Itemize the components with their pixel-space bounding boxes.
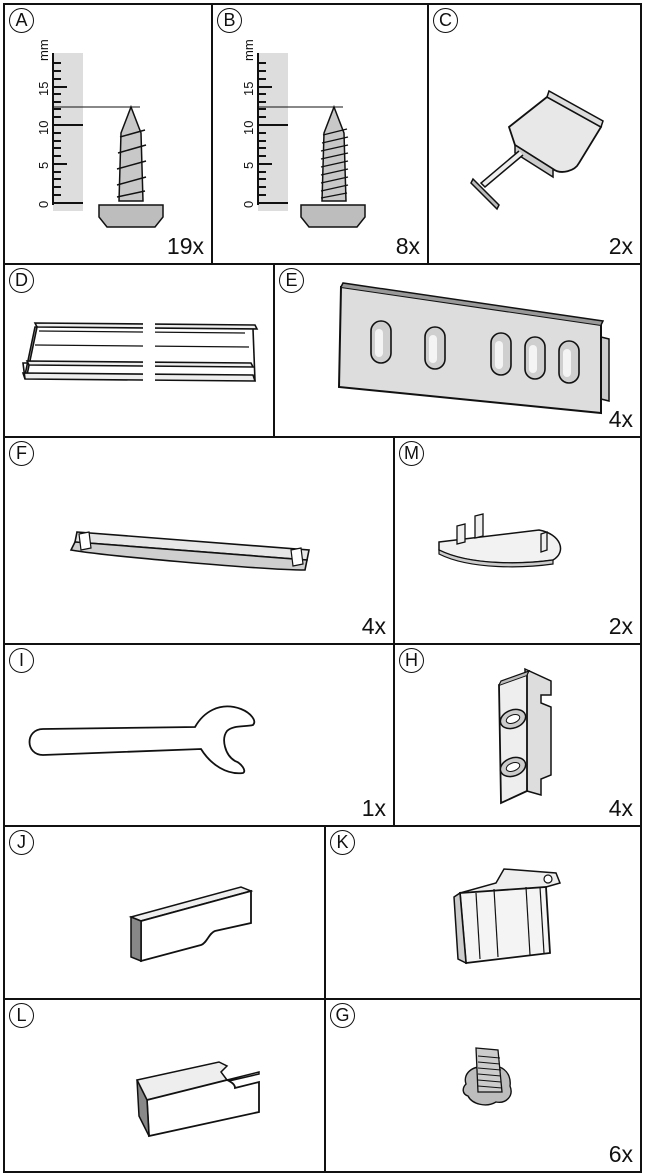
ruler-unit: mm <box>241 39 256 61</box>
panel-label: F <box>9 441 34 466</box>
ruler-tick-10: 10 <box>36 121 51 135</box>
ruler-tick-15: 15 <box>36 82 51 96</box>
panel-a: 0 5 10 15 mm A 19x <box>3 3 213 265</box>
panel-c: C 2x <box>427 3 642 265</box>
panel-l: L <box>3 998 326 1173</box>
wrench-icon <box>28 705 256 775</box>
quantity: 2x <box>608 613 633 639</box>
bracket-plate-icon <box>438 513 562 568</box>
panel-k: K <box>324 825 642 1000</box>
panel-label: L <box>9 1003 34 1028</box>
ruler-tick-5: 5 <box>36 162 51 169</box>
panel-d: D <box>3 263 275 438</box>
screw-fine-thread-icon: 0 5 10 15 mm <box>241 39 366 228</box>
panel-label: B <box>217 8 242 33</box>
slotted-plate-icon <box>337 282 610 415</box>
panel-label: J <box>9 830 34 855</box>
quantity: 1x <box>361 795 386 821</box>
spacer-block-icon <box>128 886 254 963</box>
panel-label: A <box>9 8 34 33</box>
panel-m: M 2x <box>393 436 642 645</box>
quantity: 6x <box>608 1141 633 1167</box>
panel-h: H 4x <box>393 643 642 827</box>
panel-label: K <box>330 830 355 855</box>
panel-label: E <box>279 268 304 293</box>
panel-e: E 4x <box>273 263 642 438</box>
quantity: 4x <box>608 795 633 821</box>
panel-label: I <box>9 648 34 673</box>
panel-i: I 1x <box>3 643 395 827</box>
cover-clip-icon <box>453 868 562 965</box>
ruler-tick-0: 0 <box>241 201 256 208</box>
quantity: 8x <box>395 233 420 259</box>
panel-label: D <box>9 268 34 293</box>
panel-g: G 6x <box>324 998 642 1173</box>
notched-block-icon <box>135 1061 260 1138</box>
ruler-tick-15: 15 <box>241 82 256 96</box>
quantity: 4x <box>608 406 633 432</box>
panel-label: H <box>399 648 424 673</box>
panel-j: J <box>3 825 326 1000</box>
panel-label: G <box>330 1003 355 1028</box>
panel-b: 0 5 10 15 mm B 8x <box>211 3 429 265</box>
quantity: 19x <box>166 233 204 259</box>
quantity: 4x <box>361 613 386 639</box>
ruler-tick-5: 5 <box>241 162 256 169</box>
clip-cap-icon <box>470 89 604 211</box>
quantity: 2x <box>608 233 633 259</box>
panel-f: F 4x <box>3 436 395 645</box>
hinge-bracket-icon <box>498 667 552 805</box>
ruler-tick-0: 0 <box>36 201 51 208</box>
panel-label: M <box>399 441 424 466</box>
rail-profile-icon <box>21 315 259 395</box>
panel-label: C <box>433 8 458 33</box>
ruler-unit: mm <box>36 39 51 61</box>
plug-insert-icon <box>462 1047 512 1106</box>
strip-bar-icon <box>69 531 310 571</box>
screw-short-icon: 0 5 10 15 mm <box>36 39 164 228</box>
ruler-tick-10: 10 <box>241 121 256 135</box>
